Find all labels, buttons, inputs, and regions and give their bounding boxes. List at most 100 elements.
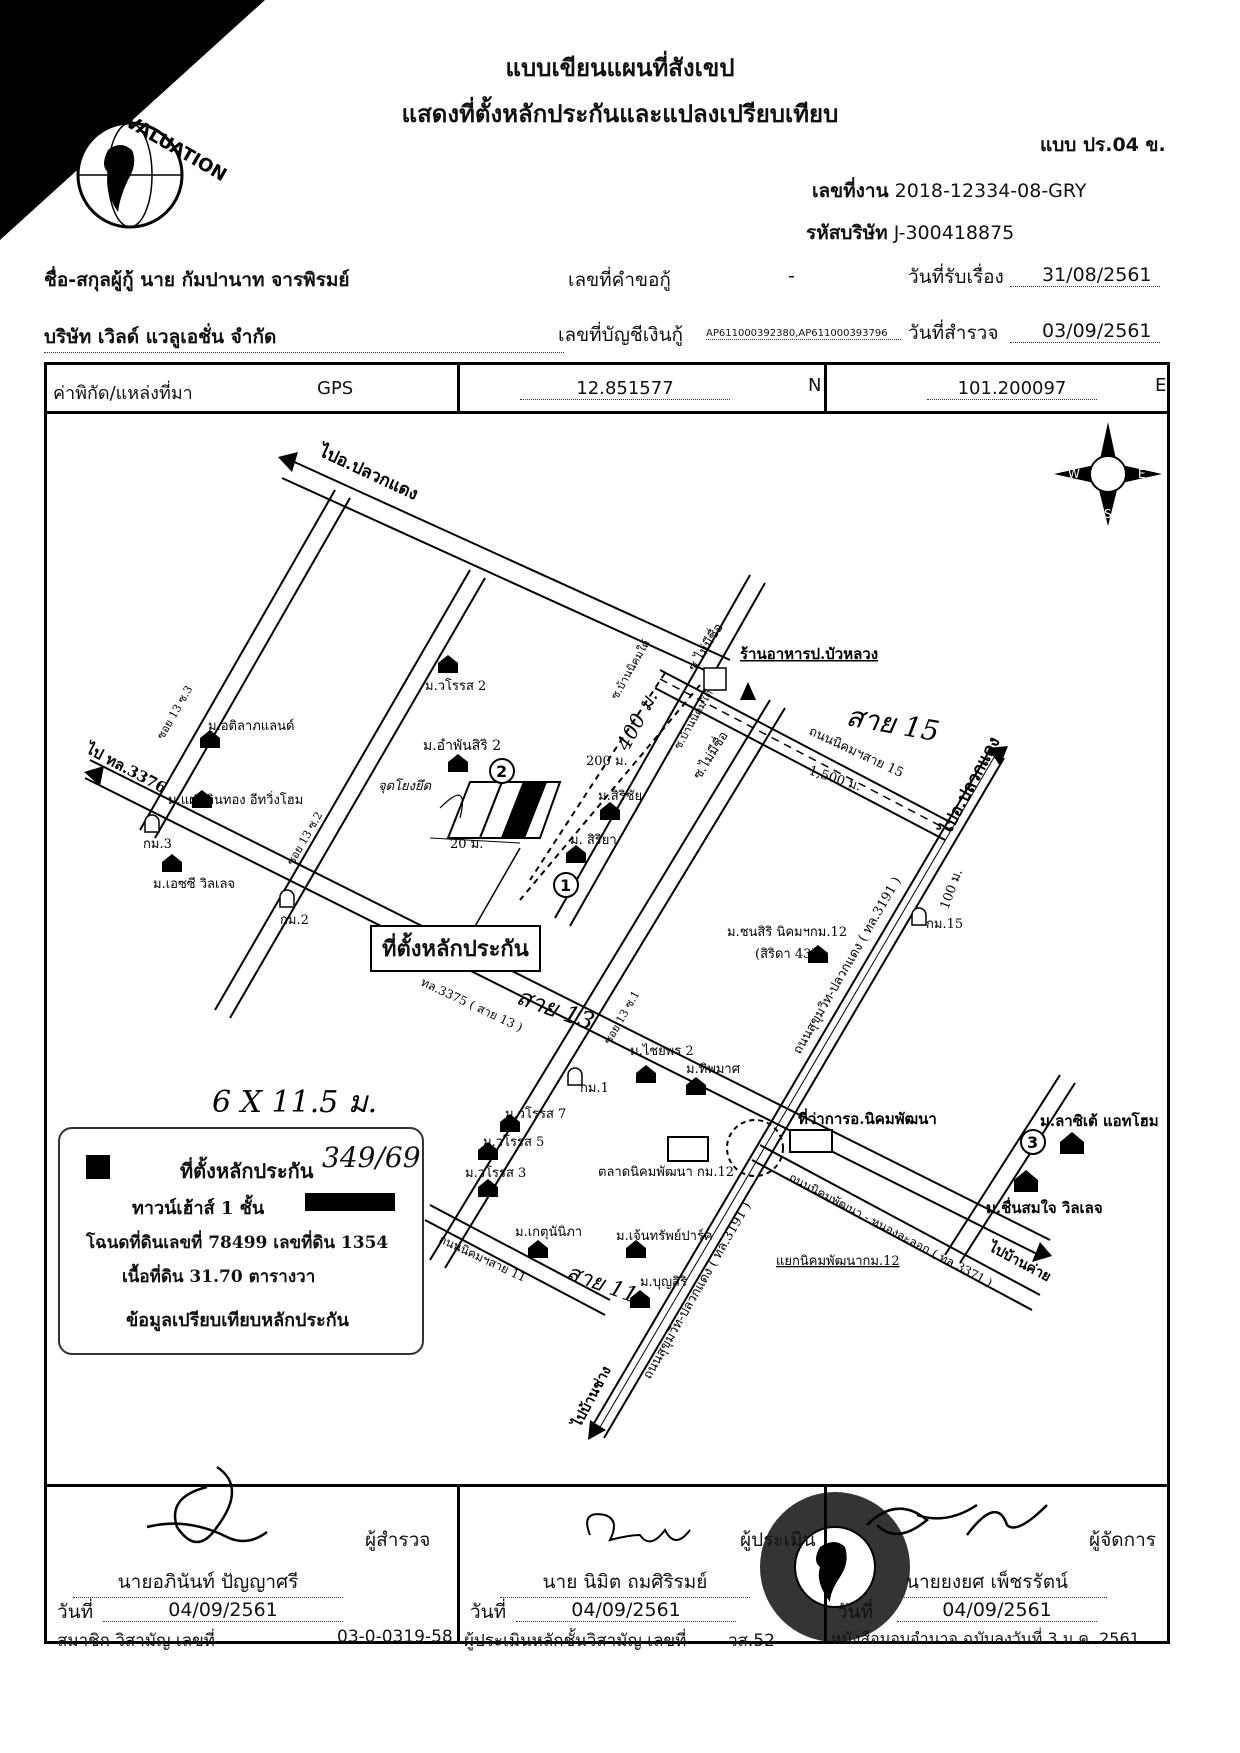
received-date-label: วันที่รับเรื่อง	[908, 266, 1004, 288]
house-icon	[1060, 1132, 1084, 1154]
signature-manager-scribble	[866, 1503, 1048, 1536]
svg-text:E: E	[1138, 467, 1146, 481]
legend-collateral-swatch	[86, 1155, 110, 1179]
received-date: 31/08/2561	[1010, 264, 1160, 287]
house-icon	[500, 1114, 520, 1132]
manager-date-label: วันที่	[837, 1601, 874, 1623]
house-icon	[686, 1077, 706, 1095]
label-v-easy: ม.เอซซี วิลเลจ	[153, 876, 235, 892]
label-v-thipmart: ม.ทิพมาศ	[686, 1062, 741, 1077]
legend-comparison-label: ข้อมูลเปรียบเทียบหลักประกัน	[126, 1310, 349, 1331]
label-soi-bannikom-2: ซ.บ้านนิคมใต้	[671, 688, 715, 752]
label-dist-100: 100 ม.	[938, 867, 966, 911]
house-icon	[528, 1240, 548, 1258]
label-v-bunsiri: ม.บุญสิริ	[640, 1275, 687, 1290]
appraiser-member-no: วส.52	[728, 1631, 775, 1651]
signature-manager: ผู้จัดการ นายยงยศ เพ็ชรรัตน์ วันที่ 04/0…	[824, 1484, 1170, 1648]
coord-lat-unit: N	[808, 375, 822, 396]
signature-appraiser: ผู้ประเมิน นาย นิมิต ถมศิริรมย์ วันที่ 0…	[457, 1484, 910, 1651]
page-subtitle: แสดงที่ตั้งหลักประกันและแปลงเปรียบเทียบ	[401, 100, 839, 128]
label-road-3375: ทล.3375 ( สาย 13 )	[419, 975, 525, 1034]
label-to-pluak-daeng-right: ไปอ.ปลวกแดง	[935, 733, 1005, 839]
manager-date: 04/09/2561	[897, 1599, 1097, 1622]
label-junction: แยกนิคมพัฒนากม.12	[776, 1254, 900, 1269]
label-soi13-3: ซอย 13 ซ.3	[154, 683, 195, 741]
label-km2: กม.2	[280, 913, 309, 928]
manager-name: นายยงยศ เพ็ชรรัตน์	[867, 1567, 1107, 1598]
label-v-chinsomjai: ม.ชื่นสมใจ วิลเลจ	[986, 1197, 1103, 1217]
coord-label: ค่าพิกัด/แหล่งที่มา	[53, 383, 193, 404]
coord-lon: 101.200097	[927, 378, 1097, 400]
house-icon	[600, 802, 620, 820]
label-dist-1500: 1,500 ม.	[807, 764, 863, 795]
label-district-office: ที่ว่าการอ.นิคมพัฒนา	[798, 1108, 937, 1128]
survey-date: 03/09/2561	[1010, 320, 1160, 343]
form-code: แบบ ปร.04 ข.	[1040, 134, 1166, 156]
loan-account-value: AP611000392380,AP611000393796	[706, 328, 901, 340]
road-soi13-3	[139, 489, 351, 839]
house-icon	[566, 845, 586, 863]
label-dist-200: 200 ม.	[586, 754, 628, 769]
road-3375	[84, 759, 1051, 1259]
house-icon	[478, 1179, 498, 1197]
road-sai11	[424, 1204, 611, 1316]
surveyor-date: 04/09/2561	[103, 1599, 343, 1622]
label-to-route-3376: ไป ทล.3376	[81, 738, 170, 797]
label-v-atchara: ม.อติลาภแลนด์	[208, 718, 294, 734]
arrow-top-right-icon	[988, 746, 1008, 766]
company-name: บริษัท เวิลด์ แวลูเอชั่น จำกัด	[44, 322, 564, 353]
legend-line-2: ทาวน์เฮ้าส์ 1 ชั้น	[132, 1198, 265, 1219]
house-icon	[636, 1065, 656, 1083]
km-post-icon	[567, 1067, 583, 1086]
legend-hand-number: 349/69	[322, 1141, 421, 1174]
house-icon	[192, 790, 212, 808]
label-v-worarot5: ม.วโรรส 5	[483, 1134, 544, 1150]
road-sai15	[654, 669, 951, 841]
appraiser-name: นาย นิมิต ถมศิริรมย์	[500, 1567, 750, 1598]
restaurant-box	[703, 667, 727, 691]
appraiser-member-label: ผู้ประเมินหลักชั้นวิสามัญ เลขที่	[464, 1631, 687, 1651]
surveyor-member-label: สมาชิก วิสามัญ เลขที่	[57, 1631, 215, 1651]
label-market: ตลาดนิคมพัฒนา กม.12	[598, 1165, 734, 1180]
house-icon	[438, 655, 458, 673]
road-3371	[751, 1144, 1041, 1311]
house-icon	[478, 1142, 498, 1160]
label-v-latte: ม.ลาซิเต้ แอทโฮม	[1040, 1111, 1159, 1130]
arrow-bottom-icon	[588, 1420, 606, 1440]
arrow-left-icon	[84, 766, 104, 786]
hand-sai11: สาย 11	[563, 1260, 641, 1309]
label-v-phaendin: ม.แผ่นดินทอง อีทวิ่งโฮม	[168, 791, 303, 808]
road-soi13-2	[214, 569, 486, 1019]
hand-dimensions: 6 X 11.5 ม.	[212, 1085, 377, 1120]
label-v-sirichai: ม.สิริชัย	[598, 789, 642, 804]
company-code: รหัสบริษัท J-300418875	[806, 222, 1015, 244]
legend-box: ที่ตั้งหลักประกัน 349/69 ทาวน์เฮ้าส์ 1 ช…	[58, 1127, 424, 1355]
coord-lon-cell: 101.200097 E	[824, 362, 1170, 414]
road-east	[944, 1074, 1076, 1264]
house-icon	[200, 730, 220, 748]
house-icon	[808, 945, 828, 963]
legend-line-4: เนื้อที่ดิน 31.70 ตารางวา	[122, 1267, 316, 1287]
label-v-chonsiri2: (สิริดา 43)	[755, 947, 816, 962]
ref-point-leader	[439, 794, 464, 819]
coord-lat: 12.851577	[520, 378, 730, 400]
house-icon	[448, 754, 468, 772]
label-v-worarot7: ม.วโรรส 7	[505, 1106, 566, 1122]
coord-source: GPS	[317, 378, 354, 399]
job-number: เลขที่งาน 2018-12334-08-GRY	[812, 180, 1087, 202]
arrow-bottom-right-icon	[1032, 1242, 1052, 1262]
road-soi13-1	[429, 699, 786, 1269]
manager-role: ผู้จัดการ	[1089, 1529, 1156, 1551]
label-to-ban-kha: ไปบ้านค่าย	[984, 1237, 1054, 1286]
marker-3-label: 3	[1027, 1133, 1038, 1152]
marker-2-label: 2	[496, 762, 507, 781]
label-km15: กม.15	[926, 917, 963, 932]
label-soi13-1: ซอย 13 ซ.1	[601, 988, 642, 1046]
label-v-chonsiri: ม.ชนสิริ นิคมฯกม.12	[727, 925, 847, 940]
road-3191	[589, 749, 1005, 1439]
junction-circle	[726, 1119, 784, 1177]
label-v-chanwat: ม.เจ้นทรัพย์ปาร์ค	[616, 1228, 713, 1244]
appraiser-date-label: วันที่	[470, 1601, 507, 1623]
signature-surveyor-scribble	[146, 1465, 268, 1544]
marker-2	[489, 758, 515, 784]
